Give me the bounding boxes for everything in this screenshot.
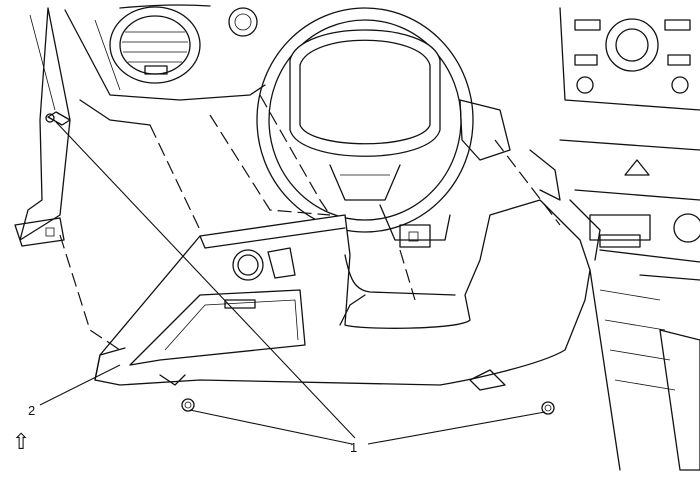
- dash-knob: [228, 7, 258, 37]
- steering-wheel: [256, 7, 474, 233]
- screw-bottom-right: [541, 401, 555, 415]
- right-lower-area: [529, 149, 700, 471]
- left-side-trim: [14, 7, 71, 247]
- center-console: [559, 7, 700, 263]
- alignment-lines: [59, 94, 561, 351]
- callout-leaders: [39, 121, 546, 445]
- callout-1-label: 1: [350, 440, 358, 455]
- knee-bolster-panel: [94, 199, 591, 391]
- callout-2-label: 2: [28, 403, 36, 418]
- screw-top-left: [45, 111, 71, 126]
- dashboard: [64, 4, 266, 126]
- screw-bottom-left: [181, 398, 195, 412]
- orientation-arrow-icon: ⇧: [12, 430, 31, 455]
- steering-column: [379, 99, 511, 248]
- air-vent: [109, 6, 201, 84]
